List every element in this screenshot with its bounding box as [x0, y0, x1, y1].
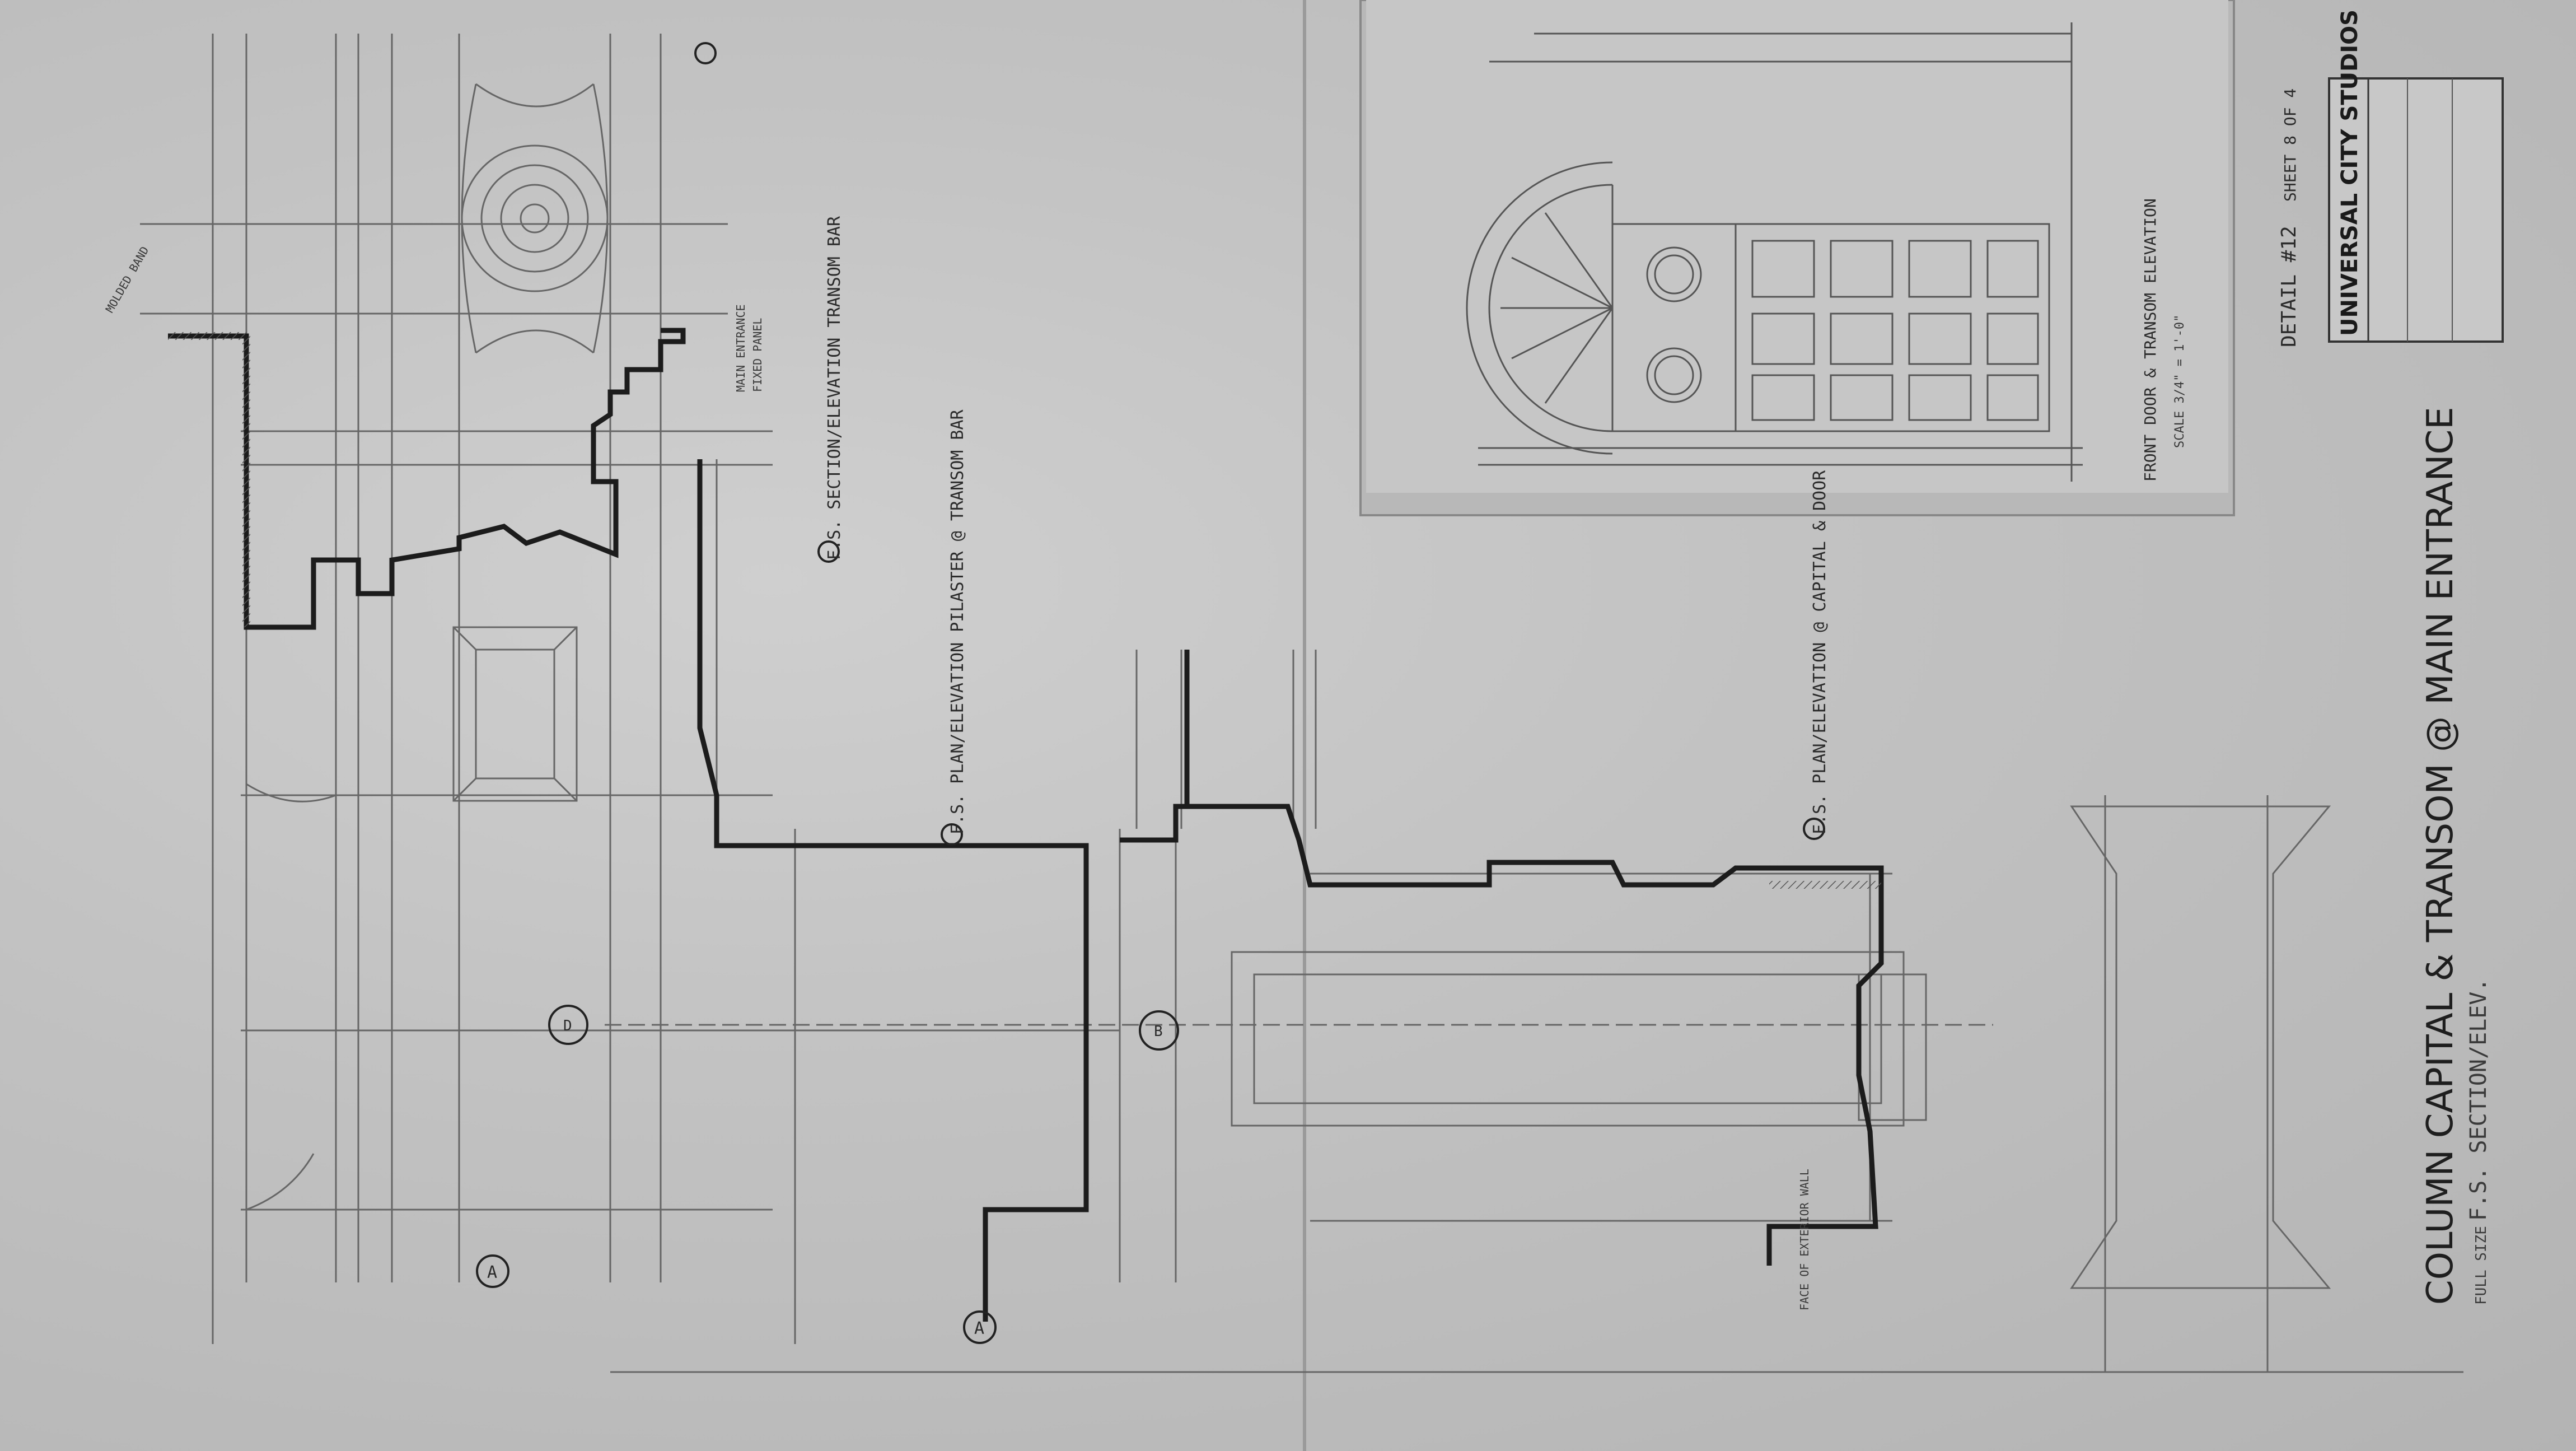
callout-a-bottom: A — [974, 1319, 984, 1338]
studio-name: UNIVERSAL CITY STUDIOS — [2337, 10, 2363, 336]
note-molded-band: MOLDED BAND — [103, 244, 152, 315]
note-fixed-panel: FIXED PANEL — [751, 318, 764, 392]
inset-scale: SCALE 3/4" = 1'-0" — [2173, 315, 2187, 448]
title-block — [2328, 77, 2504, 343]
callout-d: D — [563, 1018, 572, 1034]
transom-bar-section-outline — [697, 459, 1089, 1322]
callout-a-left: A — [487, 1263, 497, 1282]
section-label-capital-door: F.S. PLAN/ELEVATION @ CAPITAL & DOOR — [1810, 470, 1830, 834]
pilaster-plan-elevation — [605, 459, 1993, 1344]
capital-elevation — [140, 34, 2463, 1373]
door-section-outline — [1120, 650, 1884, 1266]
door-transom-inset — [1359, 0, 2235, 516]
sheet-number: SHEET 8 OF 4 — [2281, 88, 2299, 202]
inset-caption: FRONT DOOR & TRANSOM ELEVATION — [2141, 198, 2159, 482]
note-main-entrance: MAIN ENTRANCE — [734, 304, 747, 392]
drawing-scale: FULL SIZE — [2473, 1226, 2490, 1305]
callout-b: B — [1154, 1023, 1163, 1040]
section-label-transom-bar: F.S. SECTION/ELEVATION TRANSOM BAR — [825, 216, 844, 560]
capital-profile-outline — [168, 328, 686, 630]
detail-number: DETAIL #12 — [2278, 226, 2301, 347]
pedestal-elevation — [2070, 795, 2331, 1372]
section-label-pilaster: F.S. PLAN/ELEVATION PILASTER @ TRANSOM B… — [948, 409, 967, 834]
profile-hatch — [168, 332, 250, 627]
drawing-title: COLUMN CAPITAL & TRANSOM @ MAIN ENTRANCE — [2420, 407, 2461, 1305]
section-callouts — [476, 42, 1825, 1344]
drawing-subtitle: F.S. SECTION/ELEV. — [2466, 978, 2491, 1221]
note-exterior-wall: FACE OF EXTERIOR WALL — [1798, 1169, 1811, 1310]
